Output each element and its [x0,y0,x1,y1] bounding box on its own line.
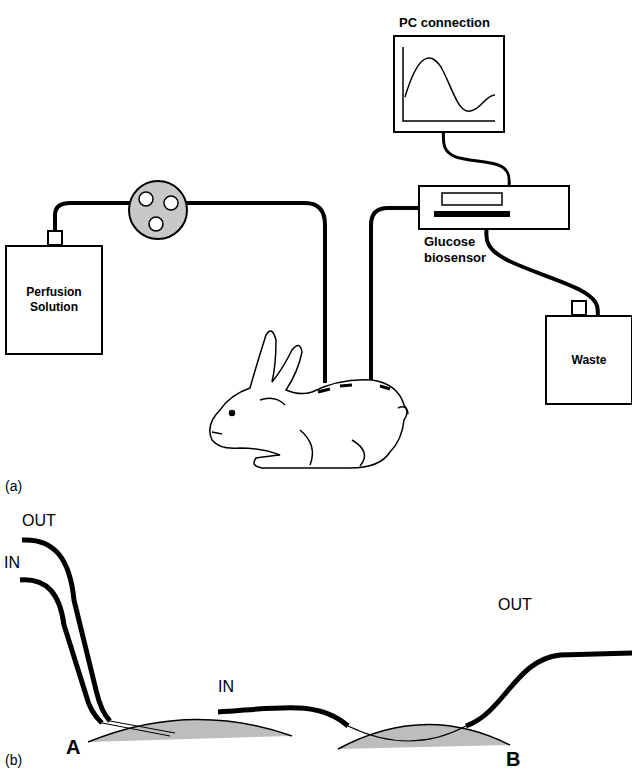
box-label: Perfusion Solution [7,285,101,315]
data-cable [443,133,509,185]
waste-tube [486,230,597,315]
figure-label: (b) [5,752,22,768]
rabbit [210,331,408,468]
figure-label: (a) [5,478,22,494]
equipment-box: Waste [545,315,632,405]
figure-label: IN [218,678,234,696]
sensor-display [420,187,568,228]
equipment-box: PC connection [393,35,505,133]
bottle-neck [572,301,586,315]
figure-label: OUT [22,512,56,530]
box-label: Waste [547,353,631,368]
equipment-box: Perfusion Solution [5,245,103,355]
bottle-neck [48,231,62,245]
figure-label: OUT [498,596,532,614]
figure-label: A [66,736,80,759]
probe-b [218,653,632,749]
signal-plot [395,37,503,131]
equipment-box: Glucose biosensor [418,185,570,230]
peristaltic-pump [129,181,187,239]
figure-label: IN [4,554,20,572]
figure-label: B [506,748,520,771]
box-heading: PC connection [399,15,490,30]
box-heading: Glucose biosensor [424,234,504,266]
outlet-tube [371,208,418,383]
